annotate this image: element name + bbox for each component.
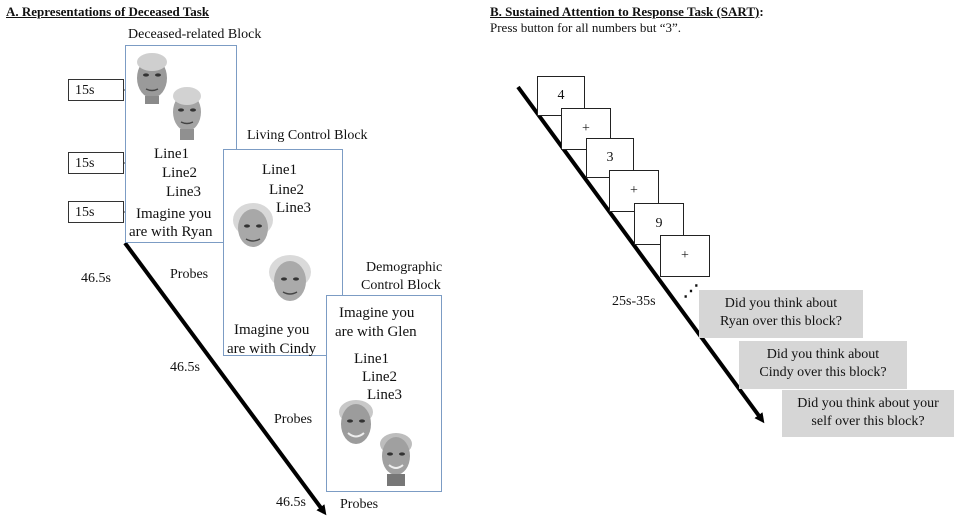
sart-duration-label: 25s-35s bbox=[612, 294, 656, 309]
probes-label-1: Probes bbox=[170, 267, 209, 282]
face-image-ryan-2 bbox=[173, 87, 201, 140]
face-image-glen-2 bbox=[380, 433, 412, 486]
demographic-imagine-2: are with Glen bbox=[335, 324, 417, 340]
demographic-block-label-2: Control Block bbox=[361, 278, 441, 293]
probe-box-cindy: Did you think about Cindy over this bloc… bbox=[739, 341, 907, 389]
demographic-line-1: Line1 bbox=[354, 351, 389, 367]
duration-label-2: 46.5s bbox=[170, 360, 200, 375]
sart-instruction: Press button for all numbers but “3”. bbox=[490, 20, 681, 35]
timeline-arrow-b bbox=[516, 85, 765, 424]
time-box-face: 15s bbox=[68, 79, 124, 101]
face-image-cindy-1 bbox=[233, 203, 273, 247]
stimulus-card-6: + bbox=[660, 235, 710, 277]
probes-label-3: Probes bbox=[340, 497, 379, 512]
deceased-imagine-1: Imagine you bbox=[136, 206, 212, 222]
timeline-arrow-a bbox=[123, 241, 327, 516]
demographic-block-label-1: Demographic bbox=[366, 260, 443, 275]
deceased-imagine-2: are with Ryan bbox=[129, 224, 213, 240]
living-line-2: Line2 bbox=[269, 182, 304, 198]
living-imagine-1: Imagine you bbox=[234, 322, 310, 338]
probes-label-2: Probes bbox=[274, 412, 313, 427]
deceased-block: Line1 Line2 Line3 Imagine you are with R… bbox=[125, 45, 237, 243]
continuation-ellipsis: ⋰ bbox=[683, 283, 699, 300]
living-imagine-2: are with Cindy bbox=[227, 341, 317, 357]
panel-b-title: B. Sustained Attention to Response Task … bbox=[490, 4, 764, 19]
deceased-block-label: Deceased-related Block bbox=[128, 27, 262, 42]
living-block: Line1 Line2 Line3 Imagine you are with C… bbox=[223, 149, 343, 357]
probe-box-self: Did you think about your self over this … bbox=[782, 390, 954, 437]
panel-a-title: A. Representations of Deceased Task bbox=[6, 4, 210, 19]
duration-label-1: 46.5s bbox=[81, 271, 111, 286]
deceased-line-1: Line1 bbox=[154, 146, 189, 162]
face-image-ryan-1 bbox=[137, 53, 167, 104]
deceased-line-2: Line2 bbox=[162, 165, 197, 181]
duration-label-3: 46.5s bbox=[276, 495, 306, 510]
demographic-imagine-1: Imagine you bbox=[339, 305, 415, 321]
time-box-imagine: 15s bbox=[68, 201, 124, 223]
deceased-line-3: Line3 bbox=[166, 184, 201, 200]
face-image-cindy-2 bbox=[269, 255, 311, 301]
living-block-label: Living Control Block bbox=[247, 128, 368, 143]
demographic-line-2: Line2 bbox=[362, 369, 397, 385]
living-line-1: Line1 bbox=[262, 162, 297, 178]
living-line-3: Line3 bbox=[276, 200, 311, 216]
time-box-lines: 15s bbox=[68, 152, 124, 174]
face-image-glen-1 bbox=[339, 400, 373, 444]
probe-box-ryan: Did you think about Ryan over this block… bbox=[699, 290, 863, 338]
demographic-block: Imagine you are with Glen Line1 Line2 Li… bbox=[326, 295, 442, 492]
demographic-line-3: Line3 bbox=[367, 387, 402, 403]
